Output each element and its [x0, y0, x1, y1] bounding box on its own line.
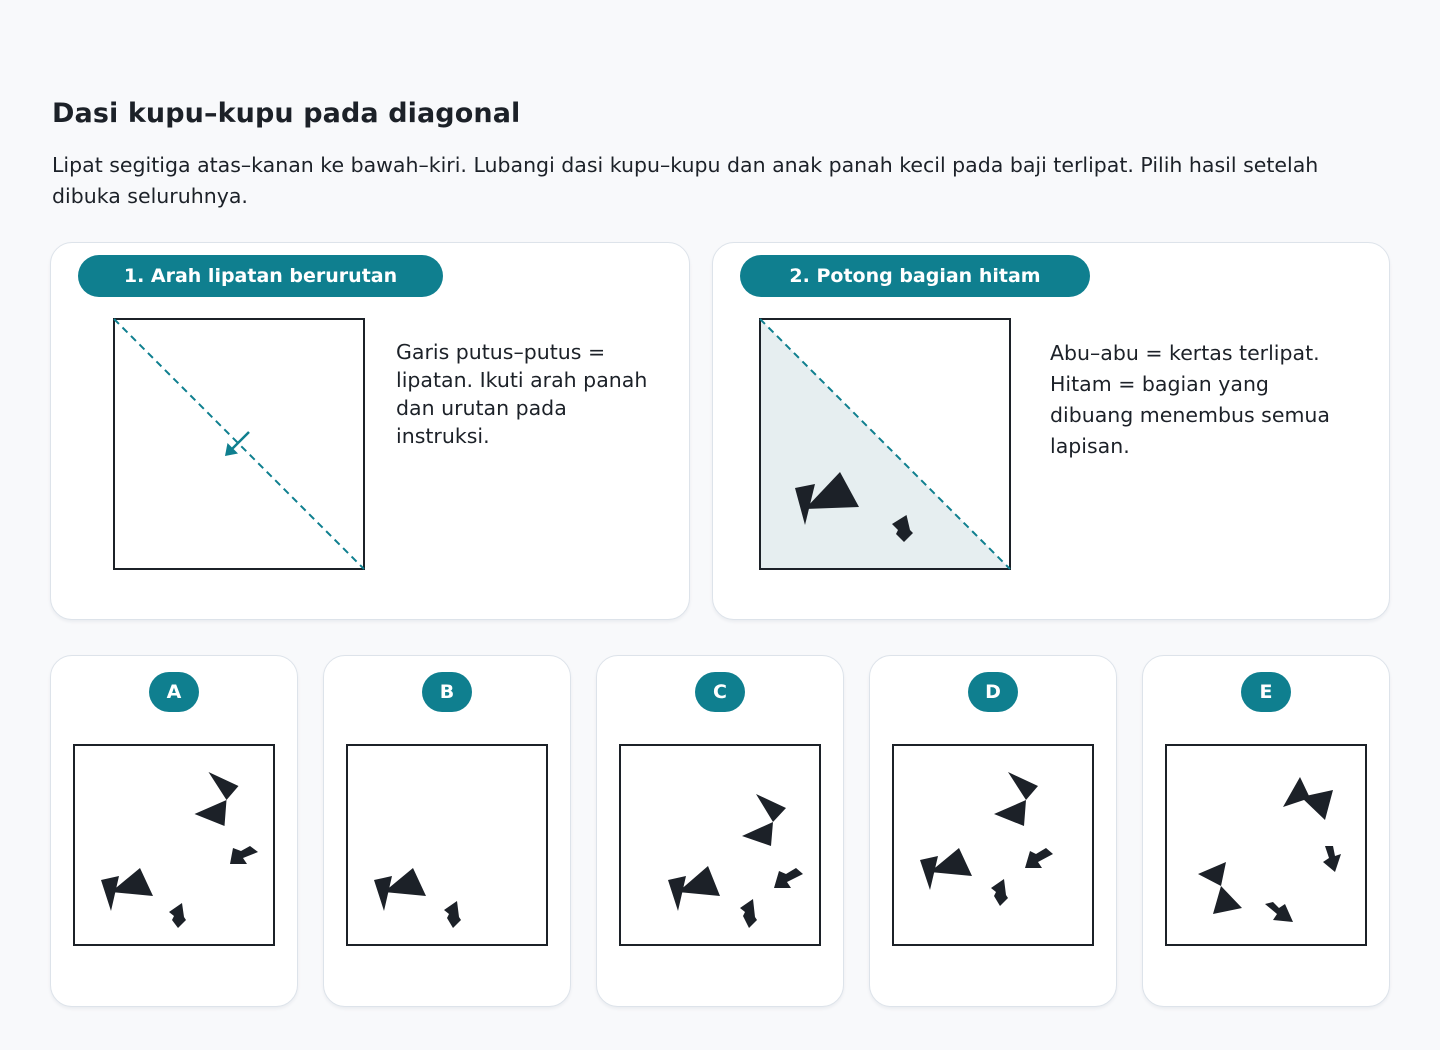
- fold-direction-arrow-icon: [225, 431, 250, 456]
- step-card-fold: 1. Arah lipatan berurutan Garis putus–pu…: [50, 242, 690, 620]
- step-card-cut: 2. Potong bagian hitam Abu–abu = kertas …: [712, 242, 1390, 620]
- arrow-cut-icon: [892, 515, 913, 542]
- option-label-b: B: [422, 672, 472, 712]
- option-label-a: A: [149, 672, 199, 712]
- option-card-b[interactable]: B: [323, 655, 571, 1007]
- option-c-diagram: [619, 744, 821, 946]
- option-e-diagram: [1165, 744, 1367, 946]
- step-1-explanation: Garis putus–putus = lipatan. Ikuti arah …: [396, 340, 648, 448]
- step-1-label: 1. Arah lipatan berurutan: [78, 255, 443, 297]
- option-card-a[interactable]: A: [50, 655, 298, 1007]
- option-card-e[interactable]: E: [1142, 655, 1390, 1007]
- option-label-c: C: [695, 672, 745, 712]
- page-title: Dasi kupu–kupu pada diagonal: [52, 98, 521, 129]
- step-2-explanation: Abu–abu = kertas terlipat. Hitam = bagia…: [1050, 341, 1330, 458]
- cut-diagram: [759, 318, 1011, 570]
- bowtie-cut-icon: [795, 472, 859, 525]
- fold-diagram: [113, 318, 365, 570]
- option-d-diagram: [892, 744, 1094, 946]
- option-label-d: D: [968, 672, 1018, 712]
- instructions: Lipat segitiga atas–kanan ke bawah–kiri.…: [52, 153, 1319, 208]
- option-b-diagram: [346, 744, 548, 946]
- option-label-e: E: [1241, 672, 1291, 712]
- option-card-d[interactable]: D: [869, 655, 1117, 1007]
- fold-line: [113, 318, 365, 570]
- option-card-c[interactable]: C: [596, 655, 844, 1007]
- step-2-label: 2. Potong bagian hitam: [740, 255, 1090, 297]
- option-a-diagram: [73, 744, 275, 946]
